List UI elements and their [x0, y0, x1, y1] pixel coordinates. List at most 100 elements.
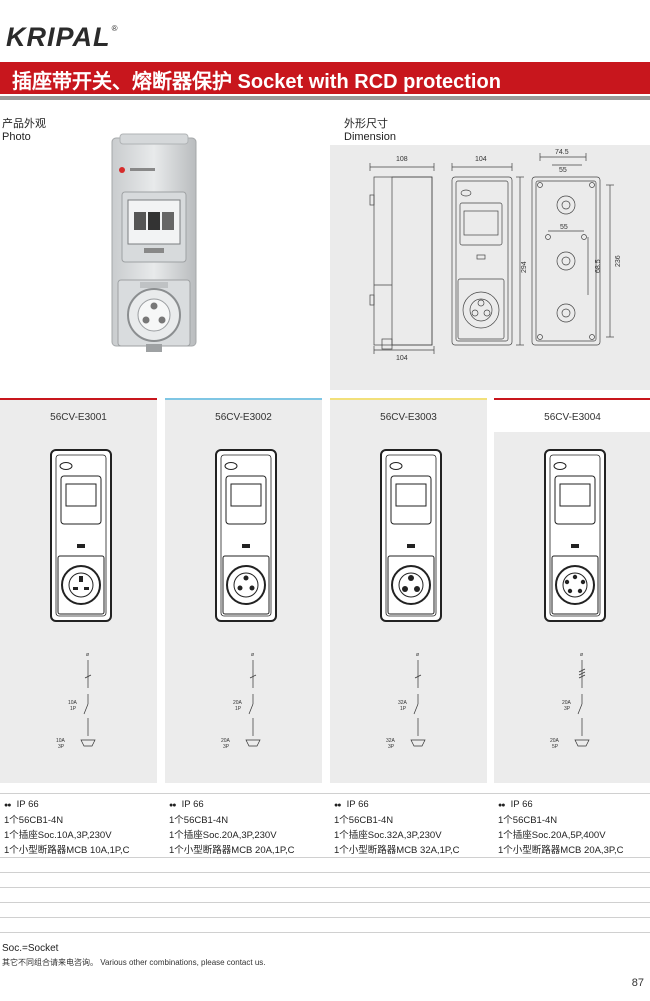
page-title: 插座带开关、熔断器保护 Socket with RCD protection — [12, 71, 501, 93]
brand-name: KRIPAL — [6, 22, 111, 52]
water-drop-icon: ●● — [169, 802, 176, 809]
svg-text:20A: 20A — [562, 700, 572, 706]
column-accent-1 — [0, 398, 157, 400]
socket-spec: 1个插座Soc.20A,5P,400V — [498, 830, 606, 841]
svg-text:10A: 10A — [68, 700, 78, 706]
column-accent-2 — [165, 398, 322, 400]
photo-label: 产品外观 Photo — [2, 118, 46, 144]
front-view — [451, 163, 524, 346]
water-drop-icon: ●● — [498, 802, 505, 809]
column-header-band-4 — [494, 398, 650, 432]
dim-back-w1: 74.5 — [555, 149, 569, 156]
model-name: 56CV-E3002 — [215, 412, 272, 423]
ip-rating: ●● IP 66 — [169, 797, 329, 813]
ip-rating: ●● IP 66 — [4, 797, 164, 813]
page-number: 87 — [631, 977, 644, 989]
dimension-label: 外形尺寸 Dimension — [344, 118, 396, 144]
wiring-diagram: ø 10A 1P 10A 3P — [56, 652, 96, 750]
brand-logo: KRIPAL ® — [6, 22, 118, 53]
svg-text:3P: 3P — [58, 744, 65, 750]
svg-text:3P: 3P — [223, 744, 230, 750]
divider — [0, 902, 650, 903]
divider — [0, 793, 650, 794]
socket-spec: 1个插座Soc.20A,3P,230V — [169, 830, 277, 841]
rcd-spec: 1个56CB1-4N — [498, 815, 558, 826]
svg-text:5P: 5P — [552, 744, 559, 750]
svg-text:3P: 3P — [388, 744, 395, 750]
model-name: 56CV-E3003 — [380, 412, 437, 423]
column-accent-3 — [330, 398, 487, 400]
dim-bottom-width: 104 — [396, 355, 408, 362]
photo-label-en: Photo — [2, 131, 31, 143]
product-column-3: 56CV-E3003 ø 32A 1P 32A 3P — [330, 398, 487, 783]
model-name: 56CV-E3004 — [544, 412, 601, 423]
svg-text:1P: 1P — [400, 706, 407, 712]
photo-label-cn: 产品外观 — [2, 118, 46, 130]
side-view — [369, 163, 435, 354]
svg-text:ø: ø — [251, 652, 254, 658]
back-view — [531, 153, 614, 346]
footnote-abbreviation: Soc.=Socket — [2, 943, 59, 954]
mcb-spec: 1个小型断路器MCB 32A,1P,C — [334, 845, 460, 856]
header-rule — [0, 96, 650, 100]
dim-height: 294 — [521, 261, 528, 273]
dimension-label-en: Dimension — [344, 131, 396, 143]
mcb-spec: 1个小型断路器MCB 20A,1P,C — [169, 845, 295, 856]
water-drop-icon: ●● — [334, 802, 341, 809]
ip-rating: ●● IP 66 — [334, 797, 494, 813]
svg-text:1P: 1P — [235, 706, 242, 712]
wiring-diagram: ø 20A 3P 20A 5P — [550, 652, 590, 750]
footnote-note: 其它不同组合请来电咨询。 Various other combinations,… — [2, 958, 266, 967]
product-column-4: 56CV-E3004 ø 20A 3P 20A 5P — [494, 398, 650, 783]
svg-text:20A: 20A — [221, 738, 231, 744]
mcb-spec: 1个小型断路器MCB 10A,1P,C — [4, 845, 130, 856]
svg-text:32A: 32A — [386, 738, 396, 744]
product-column-2: 56CV-E3002 ø 20A 1P 20A 3P — [165, 398, 322, 783]
dim-back-h2: 68.5 — [595, 259, 602, 273]
model-name: 56CV-E3001 — [50, 412, 107, 423]
svg-text:32A: 32A — [398, 700, 408, 706]
socket-spec: 1个插座Soc.10A,3P,230V — [4, 830, 112, 841]
product-front-drawing — [50, 449, 112, 622]
product-photo — [100, 130, 210, 360]
dim-side-width: 108 — [396, 156, 408, 163]
rcd-spec: 1个56CB1-4N — [169, 815, 229, 826]
svg-text:20A: 20A — [550, 738, 560, 744]
divider — [0, 857, 650, 858]
dim-back-w3: 55 — [560, 224, 568, 231]
socket-spec: 1个插座Soc.32A,3P,230V — [334, 830, 442, 841]
title-bar: 插座带开关、熔断器保护 Socket with RCD protection — [0, 62, 650, 94]
divider — [0, 872, 650, 873]
wiring-diagram: ø 32A 1P 32A 3P — [386, 652, 426, 750]
spec-block-2: ●● IP 66 1个56CB1-4N 1个插座Soc.20A,3P,230V … — [169, 797, 329, 858]
dim-back-h1: 236 — [615, 255, 622, 267]
svg-text:1P: 1P — [70, 706, 77, 712]
svg-text:ø: ø — [580, 652, 583, 658]
divider — [0, 887, 650, 888]
product-column-1: 56CV-E3001 ø 10A 1P 10A 3P — [0, 398, 157, 783]
dim-back-w2: 55 — [559, 167, 567, 174]
divider — [0, 917, 650, 918]
svg-text:ø: ø — [416, 652, 419, 658]
spec-block-4: ●● IP 66 1个56CB1-4N 1个插座Soc.20A,5P,400V … — [498, 797, 650, 858]
dimension-drawing: 108 104 104 294 74.5 55 55 236 68.5 — [330, 145, 650, 390]
column-accent-4 — [494, 398, 650, 400]
mcb-spec: 1个小型断路器MCB 20A,3P,C — [498, 845, 624, 856]
spec-block-3: ●● IP 66 1个56CB1-4N 1个插座Soc.32A,3P,230V … — [334, 797, 494, 858]
svg-text:3P: 3P — [564, 706, 571, 712]
registered-mark: ® — [111, 24, 119, 33]
svg-text:ø: ø — [86, 652, 89, 658]
svg-text:10A: 10A — [56, 738, 66, 744]
rcd-spec: 1个56CB1-4N — [4, 815, 64, 826]
divider — [0, 932, 650, 933]
product-front-drawing — [544, 449, 606, 622]
rcd-spec: 1个56CB1-4N — [334, 815, 394, 826]
spec-block-1: ●● IP 66 1个56CB1-4N 1个插座Soc.10A,3P,230V … — [4, 797, 164, 858]
product-front-drawing — [215, 449, 277, 622]
ip-rating: ●● IP 66 — [498, 797, 650, 813]
water-drop-icon: ●● — [4, 802, 11, 809]
product-front-drawing — [380, 449, 442, 622]
wiring-diagram: ø 20A 1P 20A 3P — [221, 652, 261, 750]
dim-front-width: 104 — [475, 156, 487, 163]
svg-text:20A: 20A — [233, 700, 243, 706]
